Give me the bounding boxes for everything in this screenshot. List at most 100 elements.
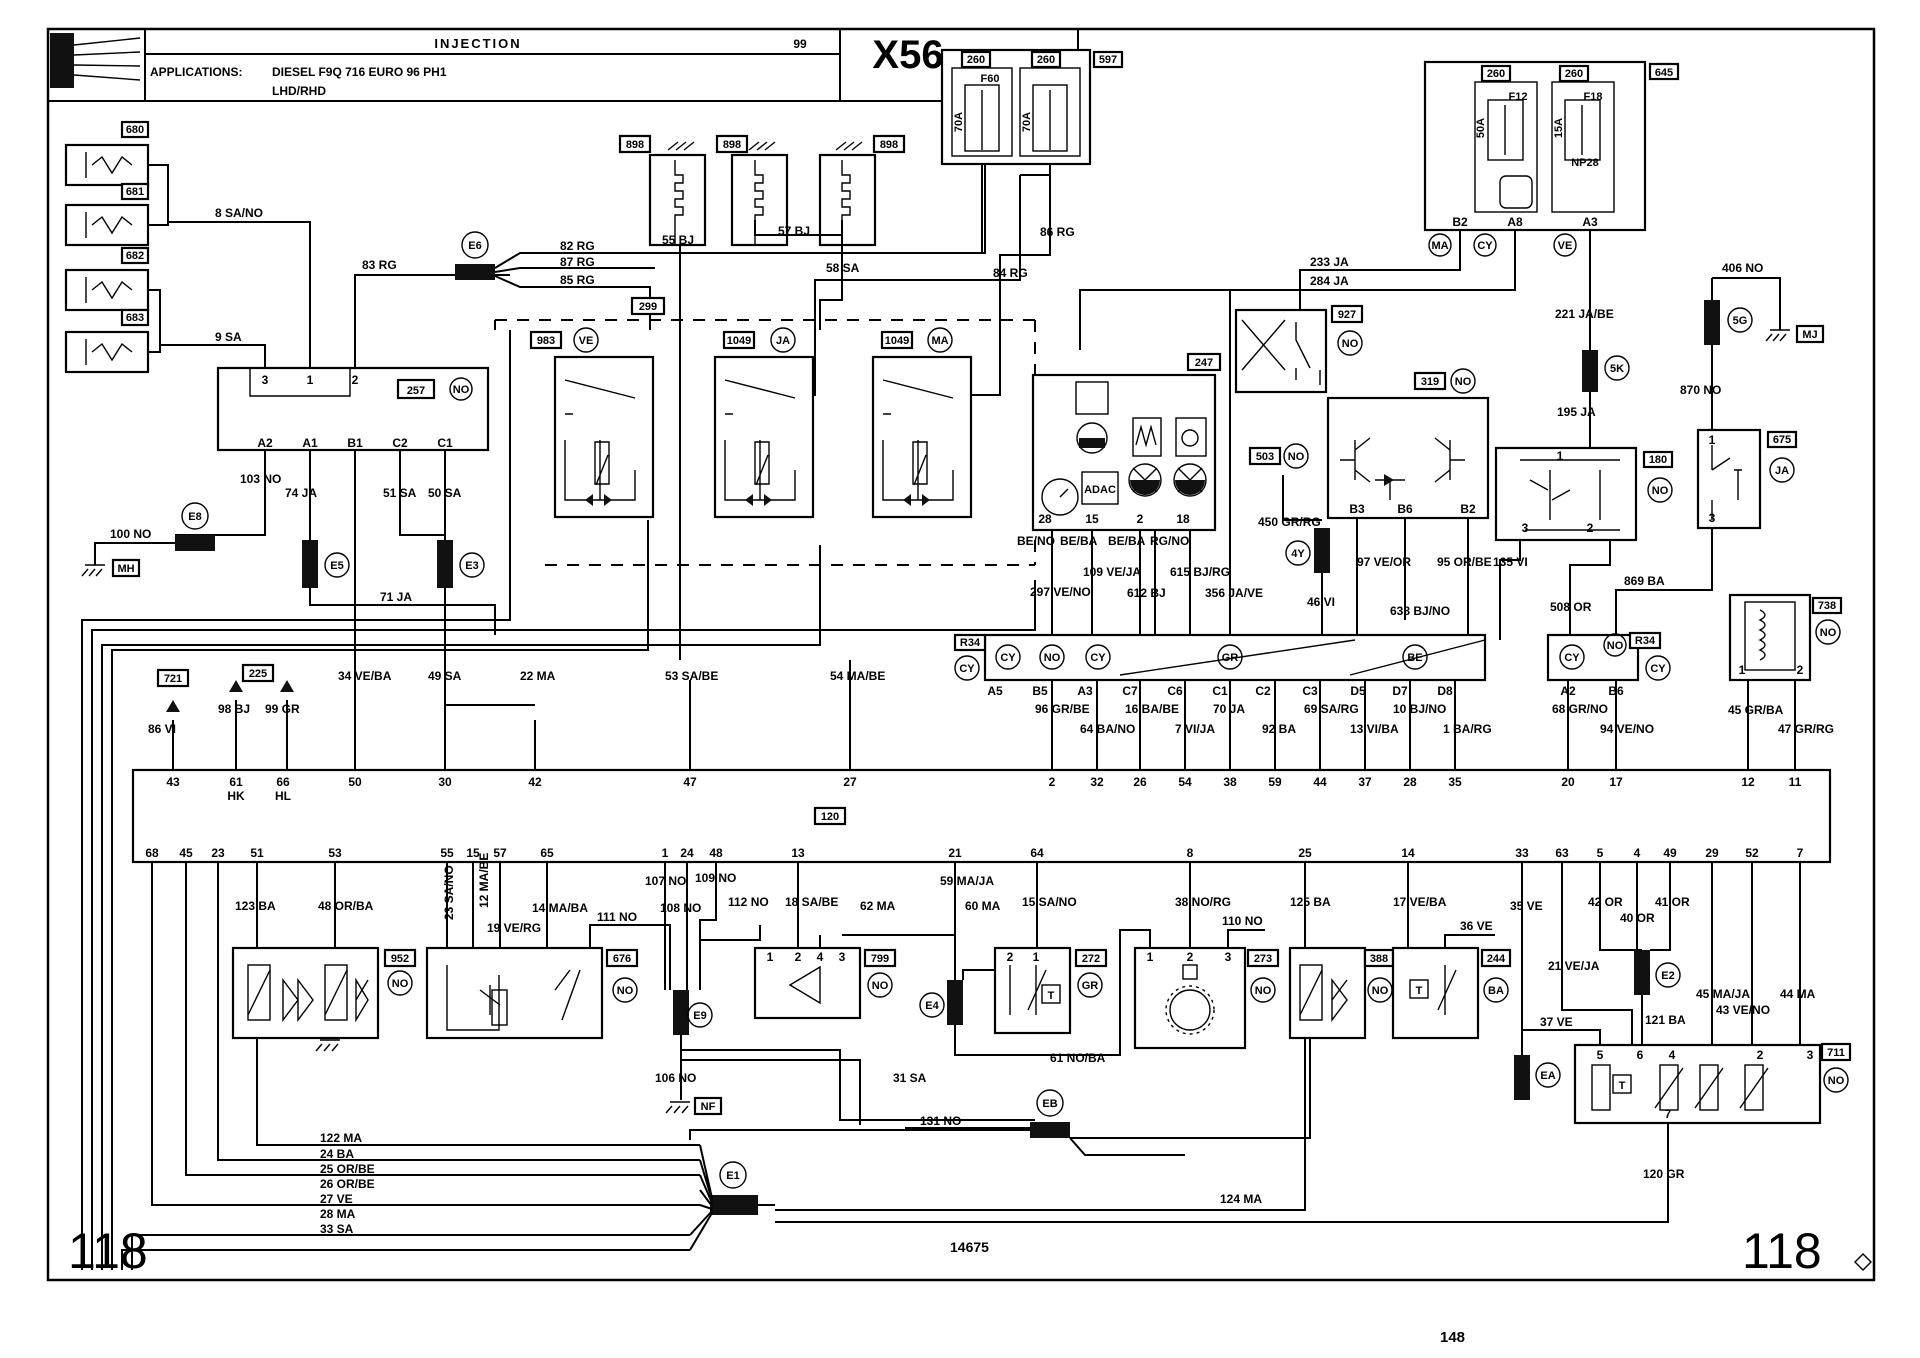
diagram-label: 50A xyxy=(1475,118,1487,138)
wire-121: 121 BA xyxy=(1645,1013,1686,1027)
wire-195: 195 JA xyxy=(1557,405,1596,419)
diagram-label: 33 xyxy=(1515,846,1529,860)
diagram-label: MA xyxy=(931,335,948,347)
diagram-label: 898 xyxy=(723,139,741,151)
diagram-label: NO xyxy=(1372,985,1389,997)
wire-43: 43 VE/NO xyxy=(1716,1003,1770,1017)
svg-text:1: 1 xyxy=(1709,433,1716,447)
diagram-label: C6 xyxy=(1167,684,1183,698)
diagram-label: HK xyxy=(227,789,245,803)
diagram-label: 711 xyxy=(1827,1047,1845,1059)
wire-70: 70 JA xyxy=(1213,702,1245,716)
diagram-label: 55 xyxy=(440,846,454,860)
diagram-label: 37 xyxy=(1358,775,1372,789)
junction-e8: E8 xyxy=(188,511,201,523)
component-952: 952 NO xyxy=(231,946,417,1052)
diagram-label: BE xyxy=(1407,652,1422,664)
diagram-label: 68 xyxy=(145,846,159,860)
wire-82: 82 RG xyxy=(560,239,595,253)
wire-62: 62 MA xyxy=(860,899,896,913)
wire-60: 60 MA xyxy=(965,899,1001,913)
diagram-label: 898 xyxy=(626,139,644,151)
diagram-label: A1 xyxy=(302,436,318,450)
diagram-label: 53 xyxy=(328,846,342,860)
wire-10: 10 BJ/NO xyxy=(1393,702,1446,716)
diagram-label: B5 xyxy=(1032,684,1048,698)
component-388: 388 NO xyxy=(1288,946,1395,1040)
component-799: 1 2 4 3 799 NO xyxy=(753,946,897,1020)
wire-103: 103 NO xyxy=(240,472,281,486)
svg-text:2: 2 xyxy=(1757,1048,1764,1062)
svg-text:2: 2 xyxy=(1797,663,1804,677)
diagram-label: 11 xyxy=(1789,775,1802,789)
diagram-label: CY xyxy=(1090,652,1106,664)
wire-38: 38 NO/RG xyxy=(1175,895,1231,909)
title-block: INJECTION 99 APPLICATIONS: DIESEL F9Q 71… xyxy=(47,28,1079,102)
relay-983: 983 VE xyxy=(529,327,655,519)
junction-eb: EB xyxy=(1042,1098,1057,1110)
corner-number-left: 118 xyxy=(68,1223,148,1279)
diagram-label: B6 xyxy=(1397,502,1413,516)
diagram-label: 8 xyxy=(1187,846,1194,860)
wire-51: 51 SA xyxy=(383,486,417,500)
diagram-label: VE xyxy=(579,335,594,347)
diagram-label: A3 xyxy=(1582,215,1598,229)
diagram-label: 15 xyxy=(466,846,480,860)
wire-97: 97 VE/OR xyxy=(1357,555,1411,569)
junction-e9: E9 xyxy=(693,1010,706,1022)
diagram-label: BA xyxy=(1488,985,1504,997)
wire-96: 96 GR/BE xyxy=(1035,702,1090,716)
diagram-label: 26 xyxy=(1133,775,1147,789)
diagram-label: R34 xyxy=(1635,635,1656,647)
wire-be-ba-2: BE/BA xyxy=(1108,534,1146,548)
wire-40: 40 OR xyxy=(1620,911,1655,925)
wire-109-no: 109 NO xyxy=(695,871,736,885)
wire-53: 53 SA/BE xyxy=(665,669,718,683)
diagram-label: NO xyxy=(617,985,634,997)
wire-83: 83 RG xyxy=(362,258,397,272)
component-299: 299 xyxy=(639,301,657,313)
diagram-label: NO xyxy=(1607,640,1624,652)
diagram-label: CY xyxy=(1477,240,1493,252)
diagram-label: 388 xyxy=(1370,953,1388,965)
diagram-label: 319 xyxy=(1421,376,1439,388)
wire-16: 16 BA/BE xyxy=(1125,702,1179,716)
diagram-label: VE xyxy=(1558,240,1573,252)
wire-22: 22 MA xyxy=(520,669,556,683)
wire-59: 59 MA/JA xyxy=(940,874,994,888)
wire-rg-no: RG/NO xyxy=(1150,534,1189,548)
component-244: T 244 BA xyxy=(1391,946,1512,1040)
diagram-label: 66 xyxy=(276,775,290,789)
diagram-label: CY xyxy=(959,663,975,675)
applications-label: APPLICATIONS: xyxy=(150,65,242,79)
junction-e5: E5 xyxy=(330,560,343,572)
wire-125: 125 BA xyxy=(1290,895,1331,909)
corner-number-right: 118 xyxy=(1742,1223,1822,1279)
component-711: T 5 6 4 2 3 7 711 NO xyxy=(1573,1042,1852,1125)
harness-wire-labels: 122 MA 24 BA 25 OR/BE 26 OR/BE 27 VE 28 … xyxy=(320,1131,375,1236)
wire-50: 50 SA xyxy=(428,486,462,500)
diagram-label: 59 xyxy=(1268,775,1282,789)
diagram-label: 30 xyxy=(438,775,452,789)
diagram-title: INJECTION xyxy=(434,36,521,51)
diagram-label: R34 xyxy=(960,637,981,649)
connector-r34-right: CY NO R34 CY A2 B6 xyxy=(1546,631,1671,698)
diagram-label: 32 xyxy=(1090,775,1104,789)
svg-text:3: 3 xyxy=(1709,511,1716,525)
wire-112: 112 NO xyxy=(728,895,769,909)
component-225: 225 xyxy=(249,668,267,680)
wire-26: 26 OR/BE xyxy=(320,1177,375,1191)
junction-5g: 5G xyxy=(1733,315,1748,327)
wire-406: 406 NO xyxy=(1722,261,1763,275)
diagram-label: NO xyxy=(1455,376,1472,388)
diagram-label: 52 xyxy=(1745,846,1759,860)
diagram-label: F60 xyxy=(981,73,1000,85)
wire-57: 57 BJ xyxy=(778,224,810,238)
wire-18: 18 SA/BE xyxy=(785,895,838,909)
wire-87: 87 RG xyxy=(560,255,595,269)
diagram-label: C1 xyxy=(1212,684,1228,698)
wire-45-ma: 45 MA/JA xyxy=(1696,987,1750,1001)
svg-text:T: T xyxy=(1048,990,1055,1002)
diagram-label: 29 xyxy=(1705,846,1719,860)
